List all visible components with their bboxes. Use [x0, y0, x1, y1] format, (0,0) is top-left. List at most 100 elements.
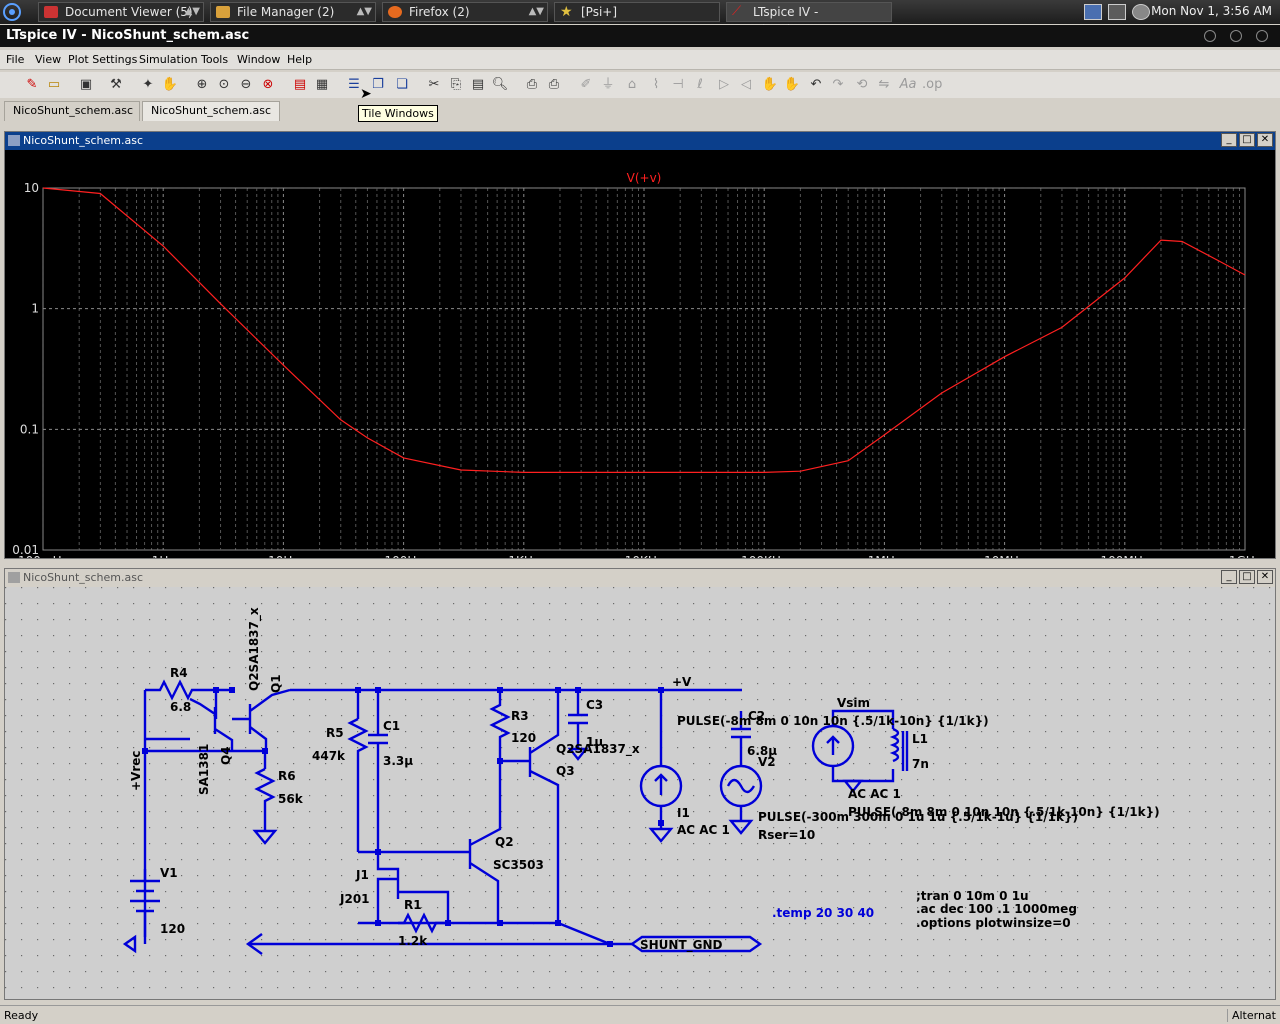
schematic-minimize-button[interactable]: _ — [1221, 570, 1237, 584]
schematic-canvas[interactable]: R4 6.8 Q2SA1837_x Q1 SA1381 Q4 +Vrec R5 … — [5, 587, 1275, 999]
menu-file[interactable]: File — [6, 53, 25, 66]
minimize-button[interactable] — [1204, 30, 1216, 42]
rotate-icon[interactable]: ⟲ — [856, 77, 868, 92]
transistor-q3[interactable] — [528, 690, 560, 923]
label-r4-name: R4 — [170, 666, 188, 680]
zoom-in-icon[interactable]: ⊕ — [196, 77, 208, 92]
copy-icon[interactable]: ⎘ — [450, 77, 462, 92]
system-menu-icon[interactable] — [2, 2, 22, 22]
cascade-icon[interactable]: ❐ — [372, 77, 384, 92]
resistor-r3[interactable] — [489, 690, 511, 761]
capacitor-c2[interactable] — [731, 711, 751, 766]
grid-icon[interactable]: ▦ — [315, 77, 329, 92]
zoom-out-icon[interactable]: ⊖ — [240, 77, 252, 92]
menu-window[interactable]: Window — [237, 53, 281, 66]
resistor-icon[interactable]: ⌇ — [652, 77, 660, 92]
label-temp[interactable]: .temp 20 30 40 — [772, 906, 874, 920]
run-icon[interactable]: ✦ — [142, 77, 154, 92]
tray-icon-2[interactable] — [1108, 4, 1126, 20]
task-psi[interactable]: ★ [Psi+] — [554, 2, 720, 22]
inductor-icon[interactable]: ℓ — [697, 77, 703, 92]
label-directive-options[interactable]: .options plotwinsize=0 — [916, 916, 1071, 930]
cut-icon[interactable]: ✂ — [428, 77, 440, 92]
undo-icon[interactable]: ↶ — [810, 77, 822, 92]
x-tick-label: 100mHz — [18, 554, 68, 558]
plot-grid — [42, 187, 1246, 551]
battery-v1[interactable] — [130, 869, 160, 937]
task-ltspice[interactable]: ⟋ LTspice IV - NicoShunt... — [726, 2, 892, 37]
wire-icon[interactable]: ✐ — [580, 77, 592, 92]
zoom-fit-icon[interactable]: ⊗ — [262, 77, 274, 92]
x-tick-label: 10KHz — [625, 554, 663, 558]
menu-tools[interactable]: Tools — [201, 53, 229, 66]
label-c1-name: C1 — [383, 719, 400, 733]
zoom-pan-icon[interactable]: ⊙ — [218, 77, 230, 92]
plot-close-button[interactable]: ✕ — [1257, 133, 1273, 147]
control-panel-icon[interactable]: ⚒ — [110, 77, 122, 92]
label-vplus: +V — [672, 675, 692, 689]
find-icon[interactable]: 🔍︎ — [491, 77, 509, 92]
inductor-l1[interactable] — [889, 727, 909, 771]
resistor-r4[interactable] — [145, 679, 216, 701]
tray-icon-1[interactable] — [1084, 4, 1102, 20]
maximize-button[interactable] — [1230, 30, 1242, 42]
print-icon[interactable]: ⎙ — [548, 77, 560, 92]
capacitor-c3[interactable] — [567, 690, 589, 761]
ground-v2 — [728, 806, 754, 835]
tile-vertical-icon[interactable]: ❏ — [396, 77, 408, 92]
plot-minimize-button[interactable]: _ — [1221, 133, 1237, 147]
label-directive-tran[interactable]: ;tran 0 10m 0 1u — [916, 889, 1029, 903]
tab-schematic-1[interactable]: NicoShunt_schem.asc — [4, 101, 140, 121]
component-icon[interactable]: ◁ — [741, 77, 751, 92]
new-schematic-icon[interactable]: ✎ — [26, 77, 38, 92]
menu-simulation[interactable]: Simulation — [139, 53, 198, 66]
resistor-r5[interactable] — [347, 717, 369, 852]
task-file-manager[interactable]: File Manager (2) ▲▼ — [210, 2, 376, 22]
menu-plot-settings[interactable]: Plot Settings — [68, 53, 138, 66]
mirror-icon[interactable]: ⇋ — [878, 77, 890, 92]
arrow-left-gnd — [245, 933, 263, 955]
label-directive-ac[interactable]: .ac dec 100 .1 1000meg — [916, 902, 1077, 916]
move-icon[interactable]: ✋ — [761, 77, 779, 92]
label-v2-name: V2 — [758, 755, 776, 769]
text-icon[interactable]: Aa — [899, 77, 917, 92]
folder-icon — [216, 6, 230, 18]
label-icon[interactable]: ⌂ — [627, 77, 637, 92]
schematic-close-button[interactable]: ✕ — [1257, 570, 1273, 584]
shunt-gnd-flag[interactable] — [629, 935, 763, 953]
close-button[interactable] — [1256, 30, 1268, 42]
halt-icon[interactable]: ✋ — [161, 77, 179, 92]
tile-horizontal-icon[interactable]: ☰ — [348, 77, 360, 92]
capacitor-icon[interactable]: ⊣ — [672, 77, 684, 92]
jfet-j1[interactable] — [376, 852, 400, 923]
schematic-window-titlebar: NicoShunt_schem.asc _ □ ✕ — [5, 569, 1275, 587]
paste-icon[interactable]: ▤ — [471, 77, 485, 92]
save-icon[interactable]: ▣ — [79, 77, 93, 92]
open-icon[interactable]: ▭ — [47, 77, 61, 92]
task-firefox[interactable]: Firefox (2) ▲▼ — [382, 2, 548, 22]
drag-icon[interactable]: ✋ — [783, 77, 801, 92]
diode-icon[interactable]: ▷ — [719, 77, 729, 92]
ground-vsim — [842, 779, 864, 793]
transistor-q4[interactable] — [145, 697, 234, 751]
transistor-q2[interactable] — [468, 761, 502, 923]
autorange-icon[interactable]: ▤ — [293, 77, 307, 92]
print-preview-icon[interactable]: ⎙ — [526, 77, 538, 92]
label-c2-value: 6.8µ — [747, 744, 777, 758]
resistor-r6[interactable] — [254, 767, 276, 831]
spice-directive-icon[interactable]: .op — [922, 77, 943, 92]
schematic-window-title: NicoShunt_schem.asc — [23, 571, 144, 584]
ground-icon[interactable]: ⏚ — [601, 77, 615, 92]
schematic-maximize-button[interactable]: □ — [1239, 570, 1255, 584]
task-document-viewer[interactable]: Document Viewer (5) ▲▼ — [38, 2, 204, 22]
label-q3-name: Q3 — [556, 764, 575, 778]
plot-maximize-button[interactable]: □ — [1239, 133, 1255, 147]
redo-icon[interactable]: ↷ — [832, 77, 844, 92]
tray-icon-3[interactable] — [1132, 4, 1150, 20]
menu-help[interactable]: Help — [287, 53, 313, 66]
series-legend-label[interactable]: V(+v) — [627, 171, 662, 185]
tab-schematic-2[interactable]: NicoShunt_schem.asc — [142, 101, 280, 121]
menu-view[interactable]: View — [35, 53, 62, 66]
